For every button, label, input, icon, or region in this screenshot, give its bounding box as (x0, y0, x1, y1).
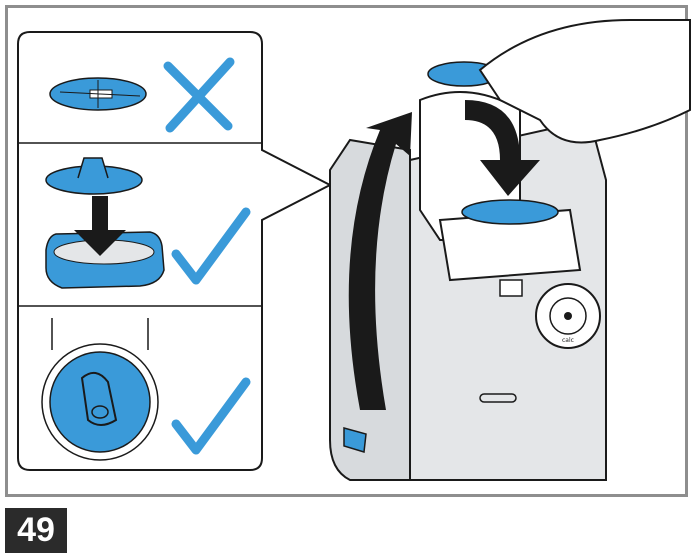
curved-down-arrow-icon (465, 100, 540, 196)
filter-holder (438, 199, 582, 282)
side-dial (535, 283, 601, 349)
curved-up-arrow-icon (348, 112, 412, 410)
step-number-badge: 49 (5, 508, 67, 553)
dial-label: calc (562, 337, 574, 344)
flat-disc-icon (49, 77, 147, 111)
disc-knob-icon (41, 318, 159, 461)
checkmark-icon (171, 377, 251, 455)
checkmark-icon (171, 207, 251, 285)
hand-illustration (478, 19, 691, 144)
x-mark-icon (163, 57, 235, 133)
clip-icon (343, 427, 367, 453)
down-arrow-icon (74, 196, 126, 256)
